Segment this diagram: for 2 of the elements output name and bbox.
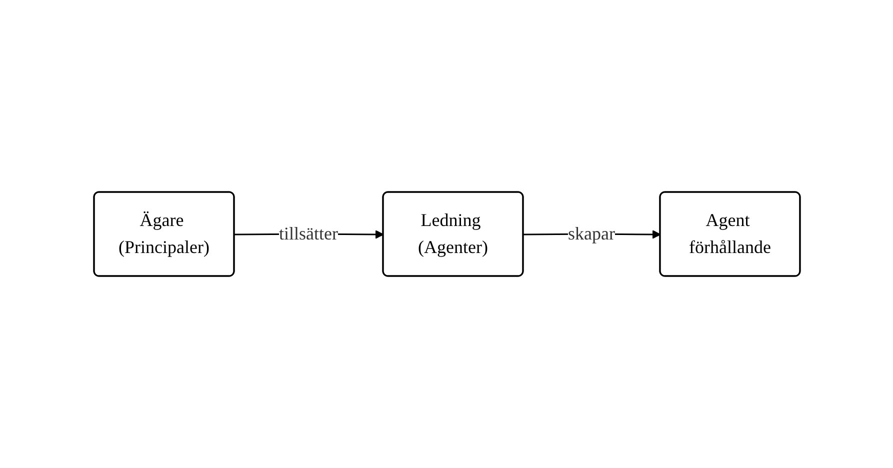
edge-label: skapar [568, 224, 614, 244]
edge-label: tillsätter [278, 224, 338, 244]
